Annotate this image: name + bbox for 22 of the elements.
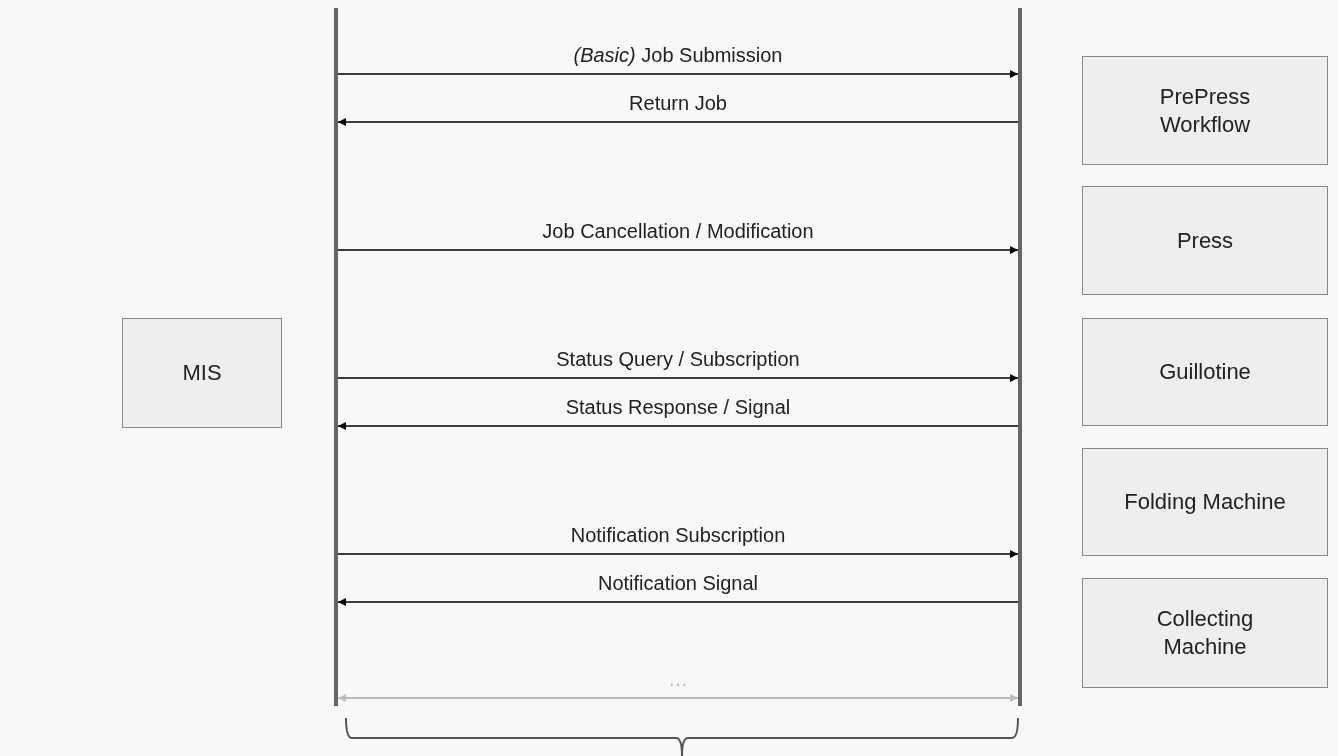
box-label: Folding Machine — [1124, 488, 1286, 516]
process-box — [122, 318, 282, 428]
arrow — [337, 374, 1019, 382]
arrow — [337, 246, 1019, 254]
process-box — [1082, 56, 1328, 165]
arrow — [337, 550, 1019, 558]
box-label: MIS — [182, 359, 222, 387]
box-label: Press — [1176, 226, 1234, 255]
arrow — [337, 118, 1019, 126]
divider-bar — [1018, 8, 1022, 706]
process-box — [1082, 578, 1328, 688]
arrow — [337, 422, 1019, 430]
box-label: Collecting Machine — [1155, 605, 1255, 661]
arrow — [337, 70, 1019, 78]
process-box — [1082, 318, 1328, 426]
box-label: PrePress Workflow — [1158, 82, 1252, 139]
arrow — [337, 598, 1019, 606]
process-box — [1082, 448, 1328, 556]
divider-bar — [334, 8, 338, 706]
arrow — [337, 694, 1019, 702]
box-label: Guillotine — [1159, 358, 1251, 386]
process-box — [1082, 186, 1328, 295]
